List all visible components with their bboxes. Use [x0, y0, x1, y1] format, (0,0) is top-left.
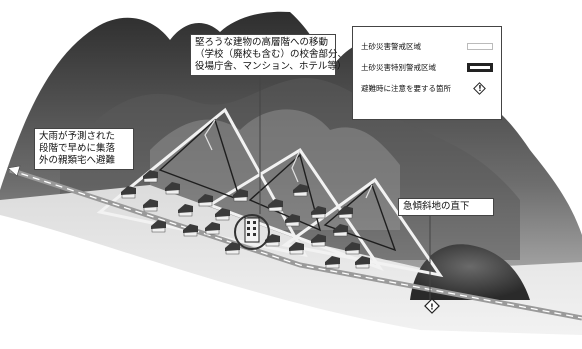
leader-lines: [259, 72, 431, 300]
refuge-circle: [234, 214, 270, 250]
house: [285, 214, 300, 227]
legend-item-warning-zone: 土砂災害警戒区域: [361, 36, 493, 57]
house: [268, 199, 283, 212]
refuge-building-windows: [247, 221, 256, 236]
special-warning-zones: [158, 118, 397, 252]
house: [233, 189, 248, 202]
evacuation-route: [9, 169, 582, 319]
warning-zone-swatch-icon: [467, 43, 493, 50]
house: [289, 242, 304, 255]
house: [338, 206, 353, 219]
callout-vertical-evacuation: 堅ろうな建物の高層階への移動 （学校（廃校も含む）の校舎部分、 役場庁舎、マンシ…: [190, 34, 348, 76]
caution-diamond-icon: !: [473, 81, 487, 96]
house: [151, 220, 166, 233]
callout-line: 大雨が予測された: [39, 131, 116, 142]
caution-marker: !: [424, 298, 440, 314]
callout-line: 段階で早めに集落: [39, 143, 116, 154]
callout-line: 急傾斜地の直下: [403, 201, 470, 212]
house: [333, 224, 348, 237]
steep-slope-hill: [410, 244, 530, 300]
special-zone-2: [248, 153, 322, 232]
house: [143, 199, 158, 212]
house: [265, 234, 280, 247]
legend-label: 避難時に注意を要する箇所: [361, 84, 451, 93]
houses: [121, 170, 370, 269]
callout-line: （学校（廃校も含む）の校舎部分、: [195, 49, 348, 60]
callout-steep-slope: 急傾斜地の直下: [398, 198, 494, 216]
house: [345, 242, 360, 255]
callout-line: 役場庁舎、マンション、ホテル等）: [195, 61, 347, 72]
house: [178, 204, 193, 217]
debris-gullies: [204, 119, 373, 199]
house: [143, 170, 158, 183]
house: [225, 242, 240, 255]
house: [355, 256, 370, 269]
house: [311, 206, 326, 219]
evacuation-arrow-head: [7, 165, 21, 177]
legend-item-caution-point: 避難時に注意を要する箇所 !: [361, 78, 493, 99]
house: [183, 224, 198, 237]
special-zone-1: [158, 118, 242, 202]
special-zone-3: [323, 183, 397, 252]
house: [215, 208, 230, 221]
callout-early-evacuation: 大雨が予測された 段階で早めに集落 外の親類宅へ避難: [34, 128, 134, 170]
house: [311, 234, 326, 247]
legend-item-special-warning-zone: 土砂災害特別警戒区域: [361, 57, 493, 78]
house: [165, 182, 180, 195]
house: [293, 184, 308, 197]
caution-marker-glyph: !: [430, 303, 434, 312]
callout-line: 堅ろうな建物の高層階への移動: [195, 37, 329, 48]
legend-label: 土砂災害特別警戒区域: [361, 63, 436, 72]
house: [325, 256, 340, 269]
house: [198, 194, 213, 207]
foreground-slope: [0, 215, 582, 349]
legend-label: 土砂災害警戒区域: [361, 42, 421, 51]
special-warning-zone-swatch-icon: [467, 63, 493, 72]
callout-line: 外の親類宅へ避難: [39, 155, 116, 166]
legend: 土砂災害警戒区域 土砂災害特別警戒区域 避難時に注意を要する箇所 !: [352, 26, 502, 120]
house: [121, 186, 136, 199]
house: [205, 222, 220, 235]
